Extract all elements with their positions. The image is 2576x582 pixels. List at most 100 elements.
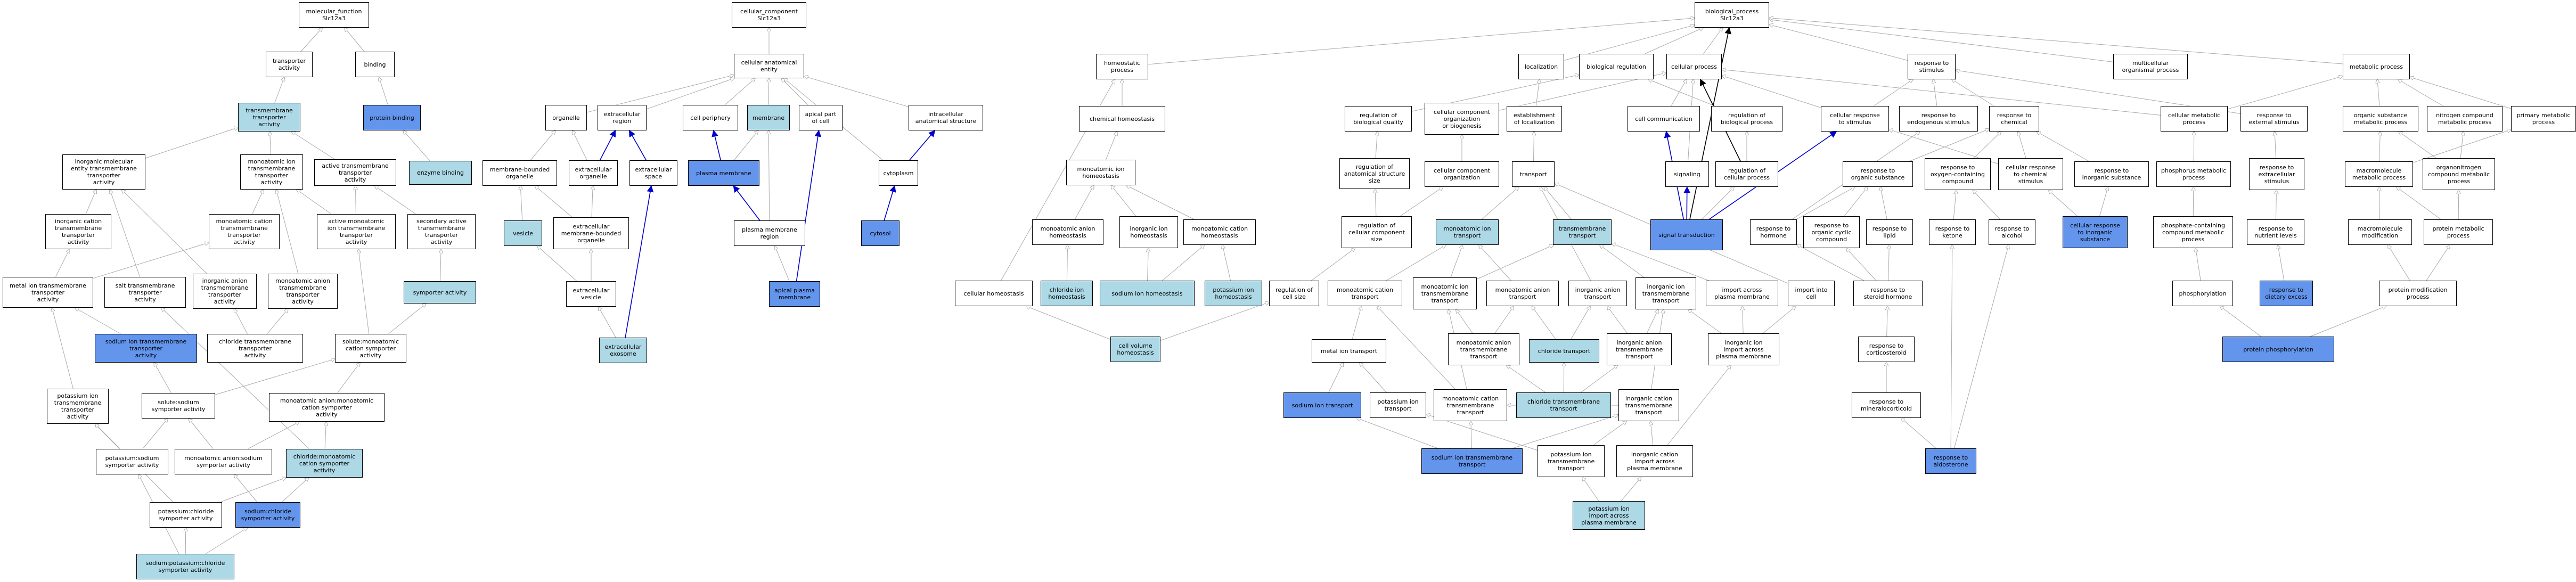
node-solute_cat[interactable]: solute:monoatomic cation symporter activ…	[335, 334, 406, 363]
node-metab[interactable]: metabolic process	[2343, 54, 2410, 79]
node-imp_pm[interactable]: import across plasma membrane	[1706, 281, 1778, 306]
node-inorgan_tta[interactable]: inorganic anion transmembrane transporte…	[193, 274, 257, 309]
node-intracell[interactable]: intracellular anatomical structure	[909, 105, 983, 130]
node-monocat_homeo[interactable]: monoatomic cation homeostasis	[1183, 219, 1256, 245]
node-resp_lipid[interactable]: response to lipid	[1866, 219, 1913, 245]
node-pmr[interactable]: plasma membrane region	[734, 220, 805, 246]
node-monoion_homeo[interactable]: monoatomic ion homeostasis	[1066, 160, 1135, 185]
node-reg_anat[interactable]: regulation of anatomical structure size	[1339, 158, 1410, 189]
node-inorgcat_tta[interactable]: inorganic cation transmembrane transport…	[45, 214, 111, 249]
node-resp_org[interactable]: response to organic substance	[1843, 161, 1913, 187]
node-vesicle[interactable]: vesicle	[504, 220, 542, 246]
node-resp_horm[interactable]: response to hormone	[1750, 219, 1797, 245]
node-organon[interactable]: organonitrogen compound metabolic proces…	[2423, 158, 2495, 190]
node-na_cl[interactable]: sodium:chloride symporter activity	[235, 502, 300, 528]
node-k_tmt[interactable]: potassium ion transmembrane transport	[1538, 445, 1605, 477]
node-tm_tr[interactable]: transmembrane transport	[1553, 219, 1612, 245]
node-resp_inorg[interactable]: response to inorganic substance	[2074, 161, 2149, 187]
node-resp_mineral[interactable]: response to mineralocorticoid	[1852, 392, 1921, 418]
node-phosmp[interactable]: phosphorus metabolic process	[2156, 161, 2231, 187]
node-resp_ext[interactable]: response to external stimulus	[2240, 106, 2308, 132]
node-pm[interactable]: plasma membrane	[688, 160, 759, 186]
node-resp_diet[interactable]: response to dietary excess	[2260, 281, 2313, 306]
node-bind[interactable]: binding	[355, 52, 395, 77]
node-resp_cort[interactable]: response to corticosteroid	[1858, 337, 1915, 362]
node-cl_tmt[interactable]: chloride transmembrane transport	[1516, 392, 1611, 418]
node-local[interactable]: localization	[1518, 54, 1564, 79]
node-resp_ocyc[interactable]: response to organic cyclic compound	[1803, 216, 1860, 248]
node-reg_ccs[interactable]: regulation of cellular component size	[1342, 216, 1412, 248]
node-chemhomeo[interactable]: chemical homeostasis	[1079, 106, 1165, 132]
node-reg_bio[interactable]: regulation of biological process	[1711, 106, 1782, 132]
node-resp_oxy[interactable]: response to oxygen-containing compound	[1925, 158, 1991, 190]
node-resp_endo[interactable]: response to endogenous stimulus	[1899, 106, 1978, 132]
node-cvh[interactable]: cell volume homeostasis	[1110, 337, 1160, 362]
node-membrane[interactable]: membrane	[747, 105, 790, 130]
node-cl_cat[interactable]: chloride:monoatomic cation symporter act…	[286, 449, 363, 478]
node-solute_na[interactable]: solute:sodium symporter activity	[142, 393, 215, 419]
node-resp_ket[interactable]: response to ketone	[1929, 219, 1976, 245]
node-resp_chem[interactable]: response to chemical	[1989, 106, 2039, 132]
node-protmp[interactable]: protein metabolic process	[2424, 219, 2493, 245]
node-cytosol[interactable]: cytosol	[861, 220, 899, 246]
node-an_na[interactable]: monoatomic anion:sodium symporter activi…	[175, 449, 272, 474]
node-cperiph[interactable]: cell periphery	[683, 105, 738, 130]
node-cl_homeo[interactable]: chloride ion homeostasis	[1041, 281, 1093, 306]
node-symp[interactable]: symporter activity	[404, 281, 476, 304]
node-resp_aldo[interactable]: response to aldosterone	[1925, 448, 1976, 474]
node-monocat_tta[interactable]: monoatomic cation transmembrane transpor…	[209, 214, 280, 249]
node-monoan_tmt[interactable]: monoatomic anion transmembrane transport	[1448, 333, 1519, 365]
node-reg_cellproc[interactable]: regulation of cellular process	[1715, 161, 1778, 187]
node-tmta[interactable]: transmembrane transporter activity	[238, 103, 300, 132]
node-multicell[interactable]: multicellular organismal process	[2113, 54, 2188, 79]
node-na_homeo[interactable]: sodium ion homeostasis	[1100, 281, 1195, 306]
node-monoion_tta[interactable]: monoatomic ion transmembrane transporter…	[240, 154, 303, 190]
node-cae[interactable]: cellular anatomical entity	[734, 54, 804, 78]
node-cc[interactable]: cellular_component Slc12a3	[732, 2, 806, 28]
node-reg_cellsize[interactable]: regulation of cell size	[1269, 281, 1319, 306]
node-pmp[interactable]: primary metabolic process	[2511, 106, 2576, 132]
node-salt_tta[interactable]: salt transmembrane transporter activity	[104, 277, 186, 308]
node-na_tmt[interactable]: sodium ion transmembrane transport	[1421, 448, 1523, 474]
node-k_tta[interactable]: potassium ion transmembrane transporter …	[47, 389, 109, 424]
node-sig_trans[interactable]: signal transduction	[1650, 219, 1723, 250]
node-enzb[interactable]: enzyme binding	[409, 161, 472, 185]
node-ecs[interactable]: extracellular space	[629, 160, 677, 186]
node-resp_extra[interactable]: response to extracellular stimulus	[2249, 158, 2304, 190]
node-resp_alc[interactable]: response to alcohol	[1989, 219, 2035, 245]
node-monoan_cat[interactable]: monoatomic anion:monoatomic cation sympo…	[269, 393, 385, 422]
node-cl_tta[interactable]: chloride transmembrane transporter activ…	[207, 334, 303, 363]
node-ccorg[interactable]: cellular component organization	[1425, 161, 1499, 187]
node-inorgion_tmt[interactable]: inorganic ion transmembrane transport	[1635, 277, 1696, 309]
node-pbind[interactable]: protein binding	[363, 105, 421, 130]
node-k_na[interactable]: potassium:sodium symporter activity	[96, 449, 168, 474]
node-inorgcat_tmt[interactable]: inorganic cation transmembrane transport	[1618, 389, 1679, 421]
node-cellmet[interactable]: cellular metabolic process	[2161, 106, 2228, 132]
node-cellcomm[interactable]: cell communication	[1628, 106, 1700, 132]
node-phos[interactable]: phosphorylation	[2172, 281, 2233, 306]
node-inorgcat_imp[interactable]: inorganic cation import across plasma me…	[1616, 445, 1693, 477]
node-monocat_tmt[interactable]: monoatomic cation transmembrane transpor…	[1434, 389, 1507, 421]
node-tra[interactable]: transporter activity	[266, 52, 313, 77]
node-na_k_cl[interactable]: sodium:potassium:chloride symporter acti…	[136, 554, 234, 579]
node-osmp[interactable]: organic substance metabolic process	[2343, 106, 2418, 132]
node-active_tta[interactable]: active transmembrane transporter activit…	[314, 159, 396, 186]
node-resp_ster[interactable]: response to steroid hormone	[1853, 281, 1923, 306]
node-act_ion_tta[interactable]: active monoatomic ion transmembrane tran…	[317, 214, 396, 249]
node-phmp[interactable]: phosphate-containing compound metabolic …	[2153, 216, 2233, 248]
node-organelle[interactable]: organelle	[545, 105, 587, 130]
node-resp_stim[interactable]: response to stimulus	[1908, 54, 1956, 79]
node-monocat_tr[interactable]: monoatomic cation transport	[1328, 281, 1402, 306]
node-inorgion_homeo[interactable]: inorganic ion homeostasis	[1119, 216, 1178, 248]
node-inorgan_imp[interactable]: inorganic ion import across plasma membr…	[1708, 333, 1779, 365]
node-cresp_chem[interactable]: cellular response to chemical stimulus	[1998, 158, 2063, 190]
node-bioreg[interactable]: biological regulation	[1579, 54, 1654, 79]
node-k_cl[interactable]: potassium:chloride symporter activity	[150, 502, 222, 528]
node-regbq[interactable]: regulation of biological quality	[1345, 106, 1412, 132]
node-mbo[interactable]: membrane-bounded organelle	[483, 160, 557, 186]
node-cellproc[interactable]: cellular process	[1666, 54, 1722, 79]
node-sec_act[interactable]: secondary active transmembrane transport…	[407, 214, 476, 249]
node-monoion_tmt[interactable]: monoatomic ion transmembrane transport	[1413, 277, 1477, 309]
node-metal_tta[interactable]: metal ion transmembrane transporter acti…	[3, 277, 93, 308]
node-ecr[interactable]: extracellular region	[598, 105, 647, 130]
